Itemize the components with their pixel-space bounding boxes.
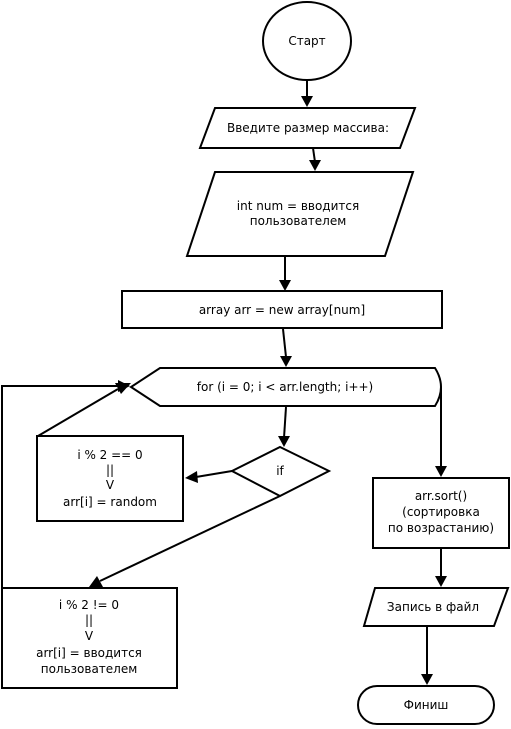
write-file-label: Запись в файл <box>387 600 479 614</box>
odd-line-5: пользователем <box>41 662 138 676</box>
sort-line-3: по возрастанию) <box>388 521 494 535</box>
even-line-2: || <box>106 463 114 477</box>
if-label: if <box>276 464 284 478</box>
write-file-node: Запись в файл <box>362 587 510 627</box>
arrowhead <box>435 466 447 477</box>
arrowhead <box>280 356 292 367</box>
sort-node: arr.sort() (сортировка по возрастанию) <box>372 477 510 549</box>
finish-node: Финиш <box>357 685 495 725</box>
even-branch-node: i % 2 == 0 || V arr[i] = random <box>36 435 184 522</box>
sort-line-1: arr.sort() <box>415 489 467 503</box>
odd-line-2: || <box>85 613 93 627</box>
arrowhead <box>279 280 291 291</box>
edge-for-to-if <box>283 406 287 439</box>
arrowhead <box>309 160 321 171</box>
for-loop-label: for (i = 0; i < arr.length; i++) <box>197 380 373 394</box>
if-node: if <box>229 445 332 498</box>
edge-if-to-even <box>195 470 233 478</box>
odd-line-1: i % 2 != 0 <box>59 598 119 612</box>
arrowhead <box>185 471 198 483</box>
arrowhead <box>89 576 103 587</box>
odd-branch-node: i % 2 != 0 || V arr[i] = вводится пользо… <box>1 587 178 689</box>
odd-line-3: V <box>85 629 94 643</box>
array-init-node: array arr = new array[num] <box>121 290 443 329</box>
arrowhead <box>435 576 447 587</box>
array-init-label: array arr = new array[num] <box>199 303 365 317</box>
prompt-node: Введите размер массива: <box>198 107 417 149</box>
even-line-1: i % 2 == 0 <box>77 448 142 462</box>
arrowhead <box>118 380 130 392</box>
start-node: Старт <box>262 1 352 81</box>
input-num-node: int num = вводится пользователем <box>185 171 415 257</box>
even-line-3: V <box>106 478 115 492</box>
for-loop-node: for (i = 0; i < arr.length; i++) <box>129 367 442 407</box>
input-num-line-1: int num = вводится <box>237 199 359 213</box>
edge-prompt-to-input <box>312 147 316 163</box>
edge-array-to-for <box>282 328 287 358</box>
edge-even-to-for <box>37 388 119 437</box>
edge-odd-loop-back <box>1 385 118 588</box>
finish-label: Финиш <box>404 698 449 712</box>
arrowhead <box>301 96 313 107</box>
arrowhead <box>421 674 433 685</box>
connectors <box>1 80 447 685</box>
sort-line-2: (сортировка <box>402 505 480 519</box>
prompt-label: Введите размер массива: <box>227 121 389 135</box>
edge-if-to-odd <box>99 495 281 582</box>
even-line-4: arr[i] = random <box>63 495 157 509</box>
arrowhead <box>278 436 290 447</box>
odd-line-4: arr[i] = вводится <box>36 646 142 660</box>
start-label: Старт <box>288 34 325 48</box>
input-num-line-2: пользователем <box>250 214 347 228</box>
